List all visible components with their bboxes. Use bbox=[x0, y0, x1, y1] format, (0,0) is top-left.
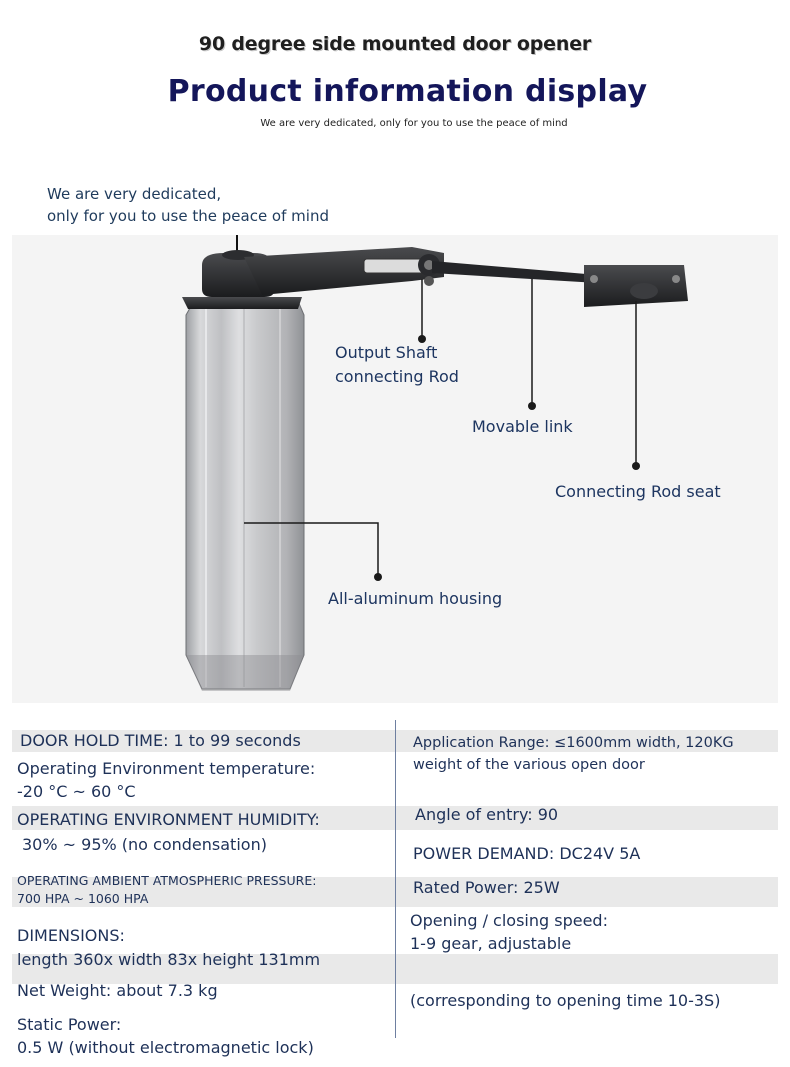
movable-link bbox=[432, 261, 598, 283]
pressure-value: 700 HPA ~ 1060 HPA bbox=[17, 891, 149, 906]
opening-time: (corresponding to opening time 10-3S) bbox=[410, 991, 721, 1010]
specifications-panel: DOOR HOLD TIME: 1 to 99 seconds Operatin… bbox=[12, 720, 778, 1067]
dedication-line-1: We are very dedicated, bbox=[47, 185, 222, 203]
humidity-label: OPERATING ENVIRONMENT HUMIDITY: bbox=[17, 810, 320, 829]
humidity-value: 30% ~ 95% (no condensation) bbox=[22, 835, 267, 854]
door-hold-time: DOOR HOLD TIME: 1 to 99 seconds bbox=[20, 731, 301, 750]
housing-body bbox=[185, 300, 305, 690]
env-temperature-label: Operating Environment temperature: bbox=[17, 759, 316, 778]
speed-label: Opening / closing speed: bbox=[410, 911, 608, 930]
product-illustration bbox=[12, 235, 778, 703]
static-power-label: Static Power: bbox=[17, 1015, 122, 1034]
env-temperature-value: -20 °C ~ 60 °C bbox=[17, 782, 136, 801]
output-shaft-label: Output Shaft connecting Rod bbox=[335, 341, 459, 389]
page-title: Product information display bbox=[167, 74, 648, 109]
output-shaft-label-line-2: connecting Rod bbox=[335, 367, 459, 386]
dimensions-label: DIMENSIONS: bbox=[17, 926, 125, 945]
net-weight: Net Weight: about 7.3 kg bbox=[17, 981, 218, 1000]
dedication-line-2: only for you to use the peace of mind bbox=[47, 207, 329, 225]
application-range-line-2: weight of the various open door bbox=[413, 757, 645, 773]
top-title: 90 degree side mounted door opener bbox=[198, 33, 592, 55]
page-subtitle: We are very dedicated, only for you to u… bbox=[260, 118, 568, 129]
power-demand: POWER DEMAND: DC24V 5A bbox=[413, 844, 641, 863]
static-power-value: 0.5 W (without electromagnetic lock) bbox=[17, 1038, 314, 1057]
output-shaft-label-line-1: Output Shaft bbox=[335, 343, 438, 362]
dedication-text: We are very dedicated, only for you to u… bbox=[47, 183, 329, 227]
application-range-line-1: Application Range: ≤1600mm width, 120KG bbox=[413, 735, 734, 751]
door-opener-drawing bbox=[182, 235, 688, 691]
pressure-label: OPERATING AMBIENT ATMOSPHERIC PRESSURE: bbox=[17, 873, 317, 888]
connecting-rod-seat-label: Connecting Rod seat bbox=[555, 482, 721, 501]
housing-label: All-aluminum housing bbox=[328, 589, 503, 608]
speed-value: 1-9 gear, adjustable bbox=[410, 934, 572, 953]
rated-power: Rated Power: 25W bbox=[413, 878, 560, 897]
movable-link-label: Movable link bbox=[472, 417, 573, 436]
dimensions-value: length 360x width 83x height 131mm bbox=[17, 950, 321, 969]
column-divider bbox=[395, 720, 396, 1038]
angle-of-entry: Angle of entry: 90 bbox=[415, 805, 559, 824]
